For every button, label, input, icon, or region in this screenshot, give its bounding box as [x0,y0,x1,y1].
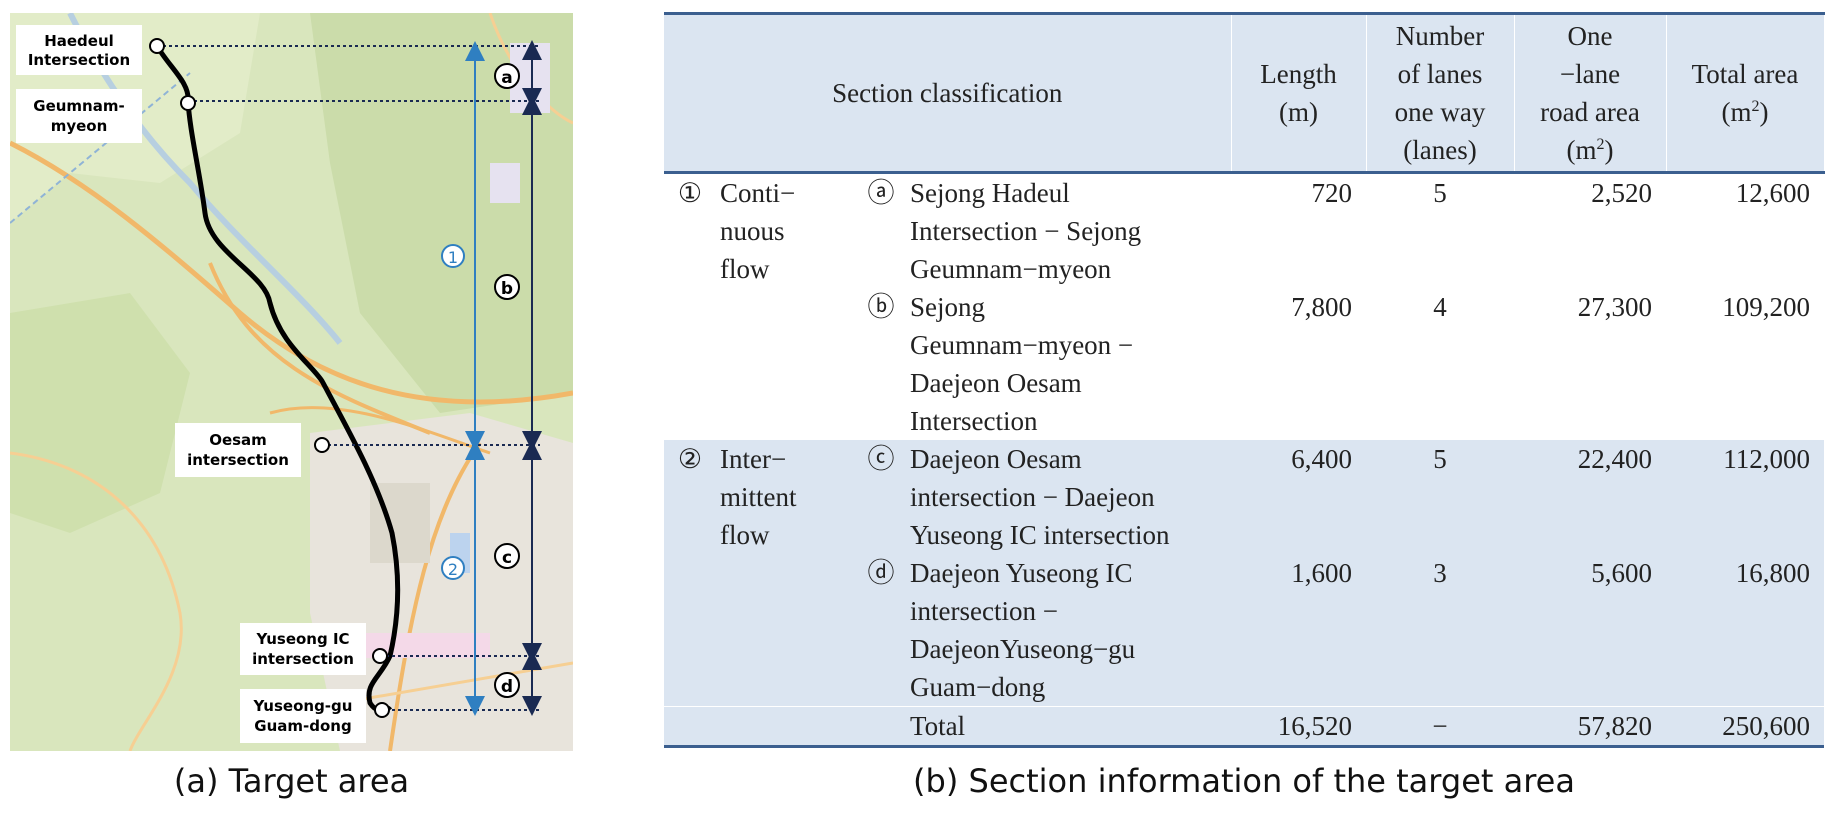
caption-target-area: (a) Target area [173,762,410,800]
label-oesam: Oesam intersection [175,423,301,477]
svg-text:a: a [501,68,512,88]
total-label: Total [906,706,1231,747]
svg-text:intersection: intersection [187,451,289,469]
header-total-area: Total area(m2) [1666,13,1825,173]
one-lane-area-cell: 27,300 [1577,292,1652,322]
table-total-row: Total 16,520 − 57,820 250,600 [664,706,1824,747]
section-marker-d: d [494,672,520,698]
total-area-cell: 16,800 [1666,554,1824,707]
section-marker-c: c [494,543,520,569]
rail-line [10,72,191,224]
route-line [154,44,401,713]
label-guam: Yuseong-gu Guam-dong [240,689,366,743]
svg-text:intersection: intersection [252,650,354,668]
length-cell: 7,800 [1291,292,1352,322]
lanes-cell: 5 [1433,178,1447,208]
flow-marker-1: 1 [441,244,465,268]
section-marker-a: a [494,63,520,89]
lanes-cell: 4 [1433,292,1447,322]
svg-text:2: 2 [448,560,458,579]
svg-text:d: d [501,677,513,697]
lanes-cell: 3 [1366,554,1514,707]
section-id: ⓑ [867,292,895,322]
caption-section-info: (b) Section information of the target ar… [913,762,1575,800]
total-length: 16,520 [1231,706,1366,747]
svg-text:Haedeul: Haedeul [44,32,114,50]
section-marker-b: b [494,274,520,300]
label-haedeul: Haedeul Intersection [16,25,142,75]
svg-text:Intersection: Intersection [28,51,130,69]
length-cell: 6,400 [1231,440,1366,554]
road [388,441,482,751]
svg-text:Geumnam-: Geumnam- [33,97,124,115]
lanes-cell: 5 [1366,440,1514,554]
total-area-cell: 109,200 [1722,292,1810,322]
flow-marker-2: 2 [441,556,465,580]
section-id: ⓓ [856,554,906,707]
one-lane-area-cell: 22,400 [1514,440,1666,554]
terrain-patch [310,13,573,413]
total-lanes: − [1366,706,1514,747]
svg-text:Yuseong IC: Yuseong IC [255,630,349,648]
svg-text:myeon: myeon [51,117,108,135]
one-lane-area-cell: 5,600 [1514,554,1666,707]
label-yuseong-ic: Yuseong IC intersection [240,623,366,675]
one-lane-area-cell: 2,520 [1591,178,1652,208]
node-haedeul [149,38,165,54]
total-one-lane-area: 57,820 [1514,706,1666,747]
label-geumnam: Geumnam- myeon [16,89,142,143]
svg-text:1: 1 [448,248,458,267]
node-geumnam [180,95,196,111]
length-cell: 720 [1311,178,1353,208]
node-yuseong-ic [372,648,388,664]
total-area-cell: 112,000 [1666,440,1824,554]
node-guam [374,702,390,718]
target-area-map: 1 2 a b c d Haedeul Intersection Geumnam… [10,13,573,751]
length-cell: 1,600 [1231,554,1366,707]
total-total-area: 250,600 [1666,706,1824,747]
urban-block [490,163,520,203]
svg-text:Guam-dong: Guam-dong [254,717,351,735]
road [10,140,573,405]
terrain-patch [10,293,190,533]
flow-number: ① [677,178,703,208]
road [10,451,183,751]
svg-text:Yuseong-gu: Yuseong-gu [253,697,353,715]
svg-text:Oesam: Oesam [209,431,267,449]
flow-number: ② [664,440,716,707]
header-length: Length(m) [1231,13,1367,173]
header-section-classification: Section classification [664,13,1232,173]
svg-text:b: b [501,279,513,299]
section-id: ⓒ [856,440,906,554]
section-id: ⓐ [867,178,895,208]
svg-text:c: c [502,548,512,568]
total-area-cell: 12,600 [1735,178,1810,208]
node-oesam [314,437,330,453]
road [208,262,431,435]
